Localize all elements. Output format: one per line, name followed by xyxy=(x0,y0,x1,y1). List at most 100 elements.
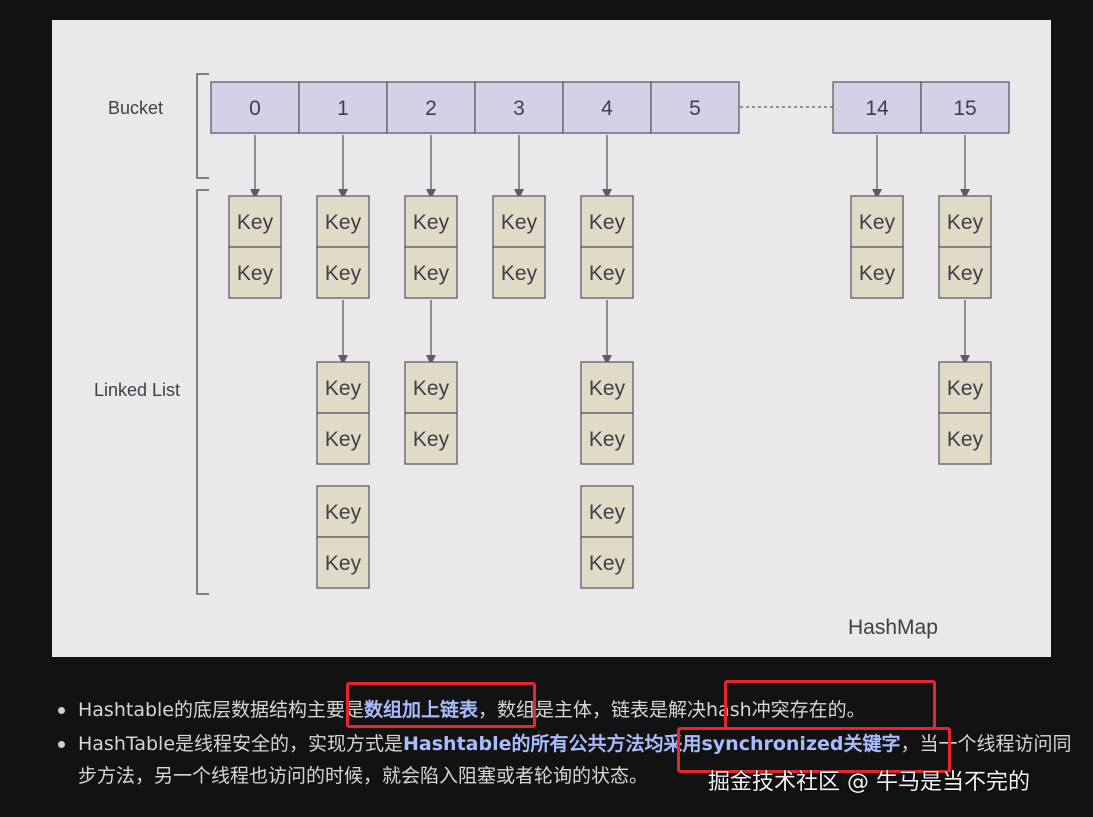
key-cell xyxy=(580,246,634,299)
bucket-index: 14 xyxy=(865,97,889,120)
key-text: Key xyxy=(501,211,538,234)
key-cell xyxy=(316,246,370,299)
key-cell xyxy=(580,536,634,589)
key-cell xyxy=(938,195,992,248)
bucket-index: 3 xyxy=(513,97,525,120)
watermark: 掘金技术社区 @ 牛马是当不完的 xyxy=(708,770,1030,795)
key-text: Key xyxy=(589,552,626,575)
key-text: Key xyxy=(589,501,626,524)
note1-text-2: ，数组是主体，链表是解决hash冲突存在的。 xyxy=(478,699,866,721)
highlight-box-synchronized xyxy=(677,727,951,773)
bucket-index: 5 xyxy=(689,97,701,120)
key-text: Key xyxy=(589,428,626,451)
key-cell xyxy=(850,246,904,299)
key-text: Key xyxy=(237,262,274,285)
key-cell xyxy=(228,195,282,248)
bucket-index: 1 xyxy=(337,97,349,120)
key-text: Key xyxy=(325,262,362,285)
linked-list-label: Linked List xyxy=(94,380,180,400)
note-item-1: Hashtable的底层数据结构主要是数组加上链表，数组是主体，链表是解决has… xyxy=(58,694,1078,726)
key-cell xyxy=(492,246,546,299)
key-cell xyxy=(316,485,370,538)
key-text: Key xyxy=(325,501,362,524)
key-text: Key xyxy=(859,211,896,234)
highlight-box-hash-conflict xyxy=(724,680,936,730)
notes-list: Hashtable的底层数据结构主要是数组加上链表，数组是主体，链表是解决has… xyxy=(58,694,1078,792)
note2-text-2: ，当一个线程访问同步方法，另一个线程也访问的时候，就会陷入阻塞或者轮询的状态。 xyxy=(78,733,1072,787)
hashmap-caption: HashMap xyxy=(848,616,938,639)
key-text: Key xyxy=(237,211,274,234)
key-text: Key xyxy=(947,377,984,400)
key-text: Key xyxy=(413,211,450,234)
bucket-cell-15: 15 xyxy=(920,81,1010,134)
key-text: Key xyxy=(589,211,626,234)
key-cell xyxy=(316,361,370,414)
key-cell xyxy=(580,195,634,248)
key-cell xyxy=(316,195,370,248)
note2-highlight: Hashtable的所有公共方法均采用synchronized关键字 xyxy=(403,733,901,755)
note2-text-1: HashTable是线程安全的，实现方式是 xyxy=(78,733,404,755)
key-cell xyxy=(404,412,458,465)
highlight-box-array-linkedlist xyxy=(346,682,536,728)
bucket-cell-0: 0 xyxy=(210,81,300,134)
bucket-rect xyxy=(832,81,922,134)
note1-text-1: Hashtable的底层数据结构主要是 xyxy=(78,699,364,721)
bucket-cell-5: 5 xyxy=(650,81,740,134)
note-item-2: HashTable是线程安全的，实现方式是Hashtable的所有公共方法均采用… xyxy=(58,728,1078,792)
key-text: Key xyxy=(589,262,626,285)
key-cell xyxy=(580,485,634,538)
bucket-index: 0 xyxy=(249,97,261,120)
bucket-cell-4: 4 xyxy=(562,81,652,134)
key-cell xyxy=(580,412,634,465)
key-text: Key xyxy=(413,377,450,400)
bucket-cell-2: 2 xyxy=(386,81,476,134)
key-cell xyxy=(580,361,634,414)
diagram-canvas: Bucket Linked List HashMap 0 1 2 3 4 5 14 15Key… xyxy=(94,73,1010,639)
bullet-icon xyxy=(58,707,65,714)
key-text: Key xyxy=(947,262,984,285)
key-text: Key xyxy=(413,428,450,451)
key-cell xyxy=(316,536,370,589)
bucket-label: Bucket xyxy=(108,98,163,118)
bucket-cell-1: 1 xyxy=(298,81,388,134)
bucket-cell-14: 14 xyxy=(832,81,922,134)
key-cell xyxy=(404,246,458,299)
key-text: Key xyxy=(501,262,538,285)
bucket-brace xyxy=(196,73,209,179)
bucket-index: 2 xyxy=(425,97,437,120)
key-cell xyxy=(404,361,458,414)
key-cell xyxy=(938,246,992,299)
linked-list-brace xyxy=(196,189,209,595)
bucket-index: 4 xyxy=(601,97,613,120)
key-cell xyxy=(492,195,546,248)
key-cell xyxy=(316,412,370,465)
bullet-icon xyxy=(58,741,65,748)
key-cell xyxy=(850,195,904,248)
key-text: Key xyxy=(859,262,896,285)
key-text: Key xyxy=(325,552,362,575)
bucket-rect xyxy=(920,81,1010,134)
bucket-rect xyxy=(650,81,740,134)
key-text: Key xyxy=(325,428,362,451)
key-cell xyxy=(228,246,282,299)
key-cell xyxy=(938,361,992,414)
key-text: Key xyxy=(325,377,362,400)
key-cell xyxy=(404,195,458,248)
bucket-rect xyxy=(298,81,388,134)
key-text: Key xyxy=(947,211,984,234)
key-text: Key xyxy=(325,211,362,234)
bucket-rect xyxy=(562,81,652,134)
key-cell xyxy=(938,412,992,465)
key-text: Key xyxy=(413,262,450,285)
